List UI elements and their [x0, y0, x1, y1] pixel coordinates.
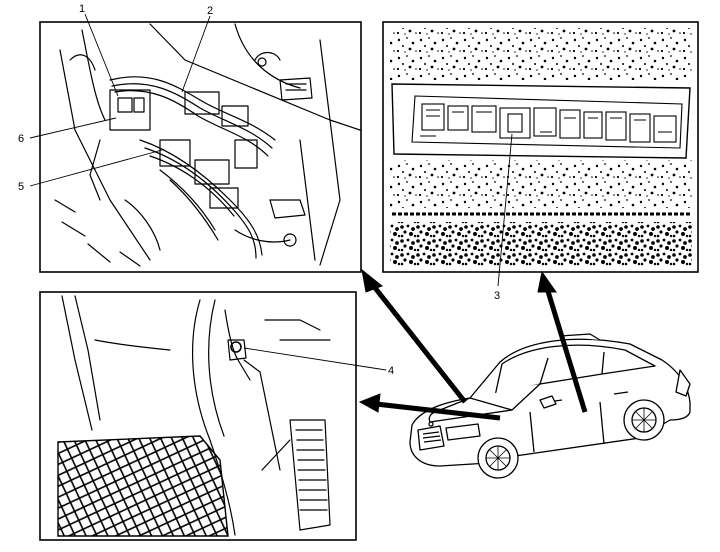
footwell-panel — [39, 291, 357, 541]
engine-compartment-panel — [39, 21, 362, 273]
arrow-fuse-block — [544, 287, 588, 413]
arrow-footwell — [375, 401, 501, 421]
callout-3: 3 — [494, 290, 500, 302]
callout-4: 4 — [388, 365, 394, 377]
callout-labels: 1 2 3 4 5 6 — [18, 3, 500, 377]
leader-6 — [29, 117, 117, 139]
arrow-footwell-head — [358, 393, 381, 413]
callout-1: 1 — [79, 3, 85, 15]
leader-5 — [29, 149, 163, 187]
leader-4 — [243, 347, 387, 371]
arrow-fuse-block-head — [537, 270, 557, 293]
locator-arrows — [358, 268, 588, 421]
arrow-engine-compartment — [370, 282, 467, 404]
callout-2: 2 — [207, 5, 213, 17]
callout-leaders — [29, 13, 513, 371]
leader-3 — [497, 133, 513, 287]
fuse-block-panel — [382, 21, 699, 273]
leader-2 — [181, 15, 211, 93]
callout-6: 6 — [18, 133, 24, 145]
callout-5: 5 — [18, 181, 24, 193]
vehicle-illustration — [409, 333, 691, 479]
leader-1 — [84, 13, 119, 97]
arrow-engine-compartment-head — [361, 268, 383, 293]
